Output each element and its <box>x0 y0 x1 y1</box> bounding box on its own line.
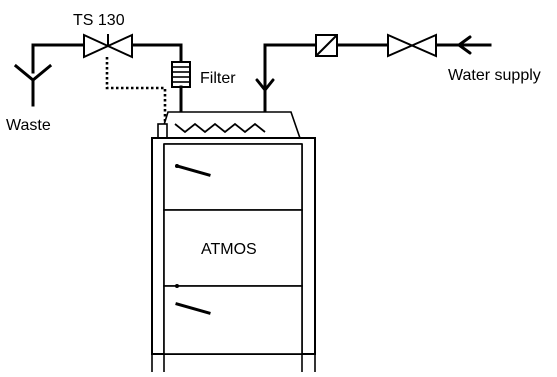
filter-label: Filter <box>200 70 236 87</box>
unit-label: ATMOS <box>201 241 257 258</box>
lower-door <box>163 285 303 355</box>
middle-panel <box>163 209 303 287</box>
filter-icon <box>171 61 191 114</box>
lower-door-handle-icon <box>175 302 211 315</box>
water-supply-line <box>263 43 492 128</box>
control-wire <box>105 57 167 124</box>
waste-line <box>31 43 183 74</box>
inlet-arrow-icon <box>457 35 472 55</box>
upper-door <box>163 143 303 211</box>
heater-coil-icon <box>174 122 266 134</box>
flow-arrow-down-icon <box>255 78 275 92</box>
check-valve-icon <box>315 34 338 57</box>
waste-drain-icon <box>13 63 53 107</box>
valve-label: TS 130 <box>73 12 125 29</box>
waste-label: Waste <box>6 117 51 134</box>
water-supply-label: Water supply <box>448 67 541 84</box>
ts130-valve-icon <box>83 33 133 59</box>
upper-door-handle-icon <box>175 164 211 177</box>
supply-valve-icon <box>387 33 437 58</box>
atmos-unit <box>151 111 316 372</box>
